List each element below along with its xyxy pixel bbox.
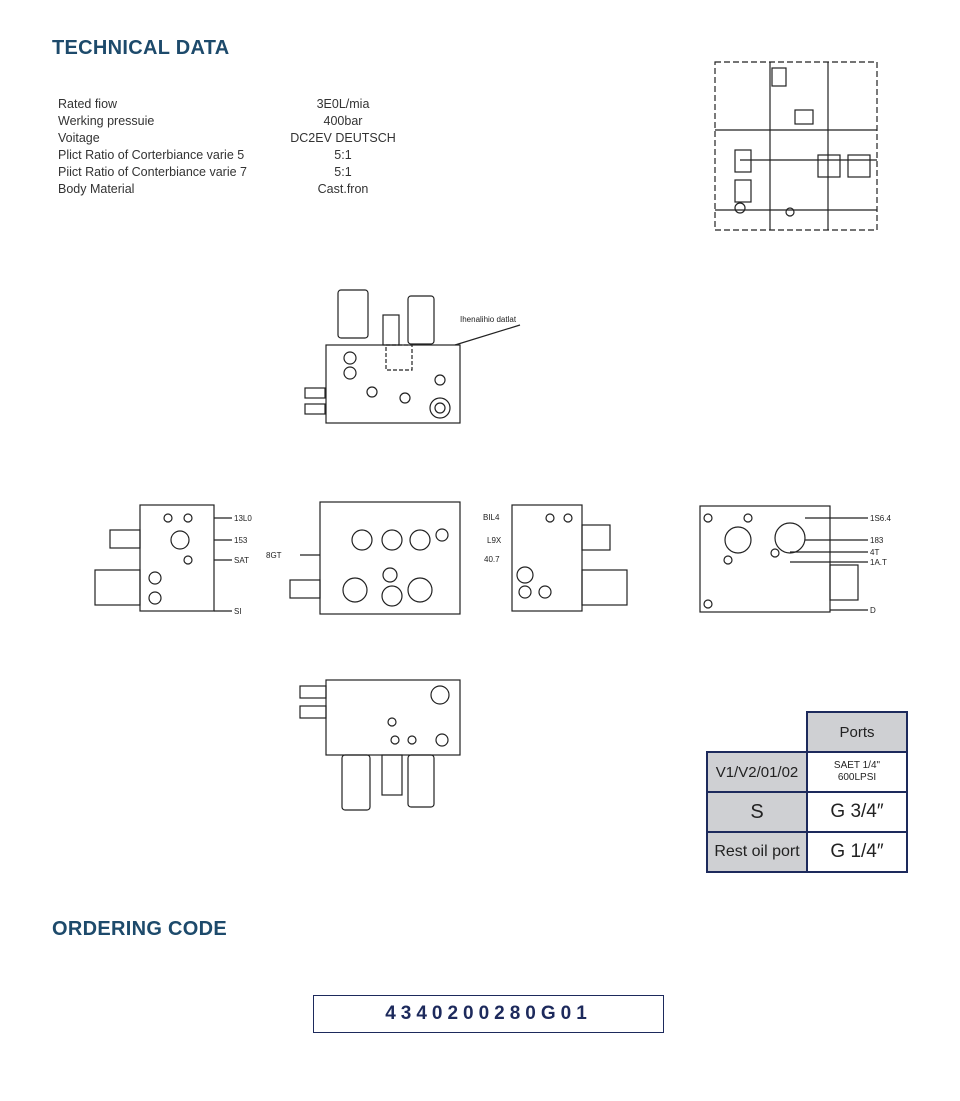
dimension-label: 1S6.4 (870, 514, 891, 523)
spec-label: Piict Ratio of Conterbiance varie 7 (58, 165, 247, 179)
dimension-label: 153 (234, 536, 248, 545)
dimension-label: 40.7 (484, 555, 500, 564)
spec-row: Werking pressuie 400bar (58, 113, 398, 130)
front-view-drawing: 8GT (266, 501, 461, 615)
dimension-label: SAT (234, 556, 249, 565)
dimension-label: 4T (870, 548, 879, 557)
spec-label: Body Material (58, 182, 135, 196)
right-view-drawing: BIL4 L9X 40.7 (483, 504, 628, 612)
spec-value: 5:1 (334, 165, 352, 179)
spec-value: 400bar (323, 114, 363, 128)
ordering-code-box: 4340200280G01 (313, 995, 664, 1033)
dimension-label: L9X (487, 536, 502, 545)
spec-label: Rated fiow (58, 97, 118, 111)
dimension-label: SI (234, 607, 242, 616)
spec-row: Body Material Cast.fron (58, 181, 398, 198)
dimension-label: BIL4 (483, 513, 500, 522)
dimension-label: 8GT (266, 551, 282, 560)
technical-data-heading: TECHNICAL DATA (52, 37, 230, 59)
spec-value: 5:1 (334, 148, 352, 162)
spec-value: 3E0L/mia (316, 97, 370, 111)
technical-data-list: Rated fiow 3E0L/mia Werking pressuie 400ba… (58, 96, 398, 198)
ordering-code-heading: ORDERING CODE (52, 918, 228, 940)
spec-row: Piict Ratio of Conterbiance varie 7 5:1 (58, 164, 398, 181)
spec-label: Voitage (58, 131, 100, 145)
spec-value: Cast.fron (317, 182, 369, 196)
left-view-drawing: 13L0 153 SAT SI (94, 504, 252, 616)
spec-row: Rated fiow 3E0L/mia (58, 96, 398, 113)
dimension-label: D (870, 606, 876, 615)
spec-label: Werking pressuie (58, 114, 155, 128)
callout-label: Ihenalihio datlat (460, 315, 517, 324)
end-view-drawing: 1S6.4 183 4T 1A.T D (699, 505, 891, 615)
spec-row: Voitage DC2EV DEUTSCH (58, 130, 398, 147)
spec-label: Plict Ratio of Corterbiance varie 5 (58, 148, 245, 162)
bottom-view-drawing (299, 679, 461, 811)
ports-header: Ports (806, 711, 908, 753)
spec-row: Plict Ratio of Corterbiance varie 5 5:1 (58, 147, 398, 164)
dimension-label: 183 (870, 536, 884, 545)
dimension-label: 13L0 (234, 514, 252, 523)
top-view-drawing: Ihenalihio datlat (304, 289, 521, 424)
spec-value: DC2EV DEUTSCH (290, 131, 396, 145)
hydraulic-schematic (714, 61, 878, 231)
dimension-label: 1A.T (870, 558, 887, 567)
